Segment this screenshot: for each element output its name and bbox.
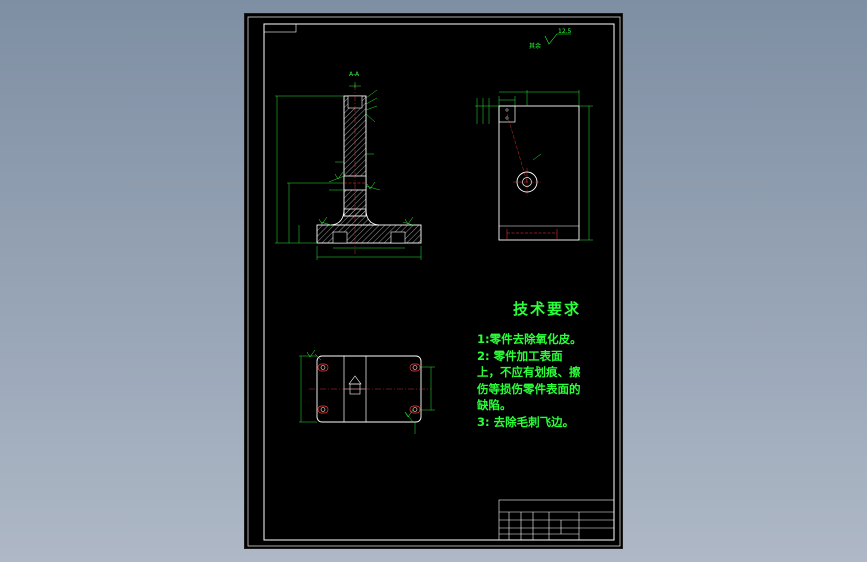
tech-requirements: 技术要求 1:零件去除氧化皮。 2: 零件加工表面 上，不应有划痕、擦 伤等损伤… bbox=[477, 298, 617, 430]
side-view bbox=[475, 90, 593, 241]
title-block bbox=[498, 499, 615, 541]
drawing-sheet: 12.5 其余 A-A bbox=[244, 13, 623, 549]
requirement-line: 1:零件去除氧化皮。 bbox=[477, 332, 582, 346]
requirement-line: 伤等损伤零件表面的 bbox=[477, 381, 581, 396]
requirement-line: 3: 去除毛刺飞边。 bbox=[477, 414, 575, 429]
tech-requirements-title: 技术要求 bbox=[512, 300, 581, 318]
roughness-value: 12.5 bbox=[558, 28, 572, 35]
section-view bbox=[275, 82, 422, 260]
top-view bbox=[299, 349, 435, 434]
requirement-line: 缺陷。 bbox=[477, 398, 512, 412]
roughness-note: 其余 bbox=[529, 42, 541, 50]
roughness-symbol bbox=[544, 33, 571, 45]
requirement-line: 上，不应有划痕、擦 bbox=[477, 365, 581, 379]
outer-frame bbox=[247, 16, 621, 547]
inner-frame bbox=[263, 23, 615, 541]
cad-drawing: 12.5 其余 A-A bbox=[247, 16, 621, 547]
section-label: A-A bbox=[349, 71, 360, 78]
corner-marker bbox=[263, 23, 297, 33]
requirement-line: 2: 零件加工表面 bbox=[477, 348, 563, 363]
